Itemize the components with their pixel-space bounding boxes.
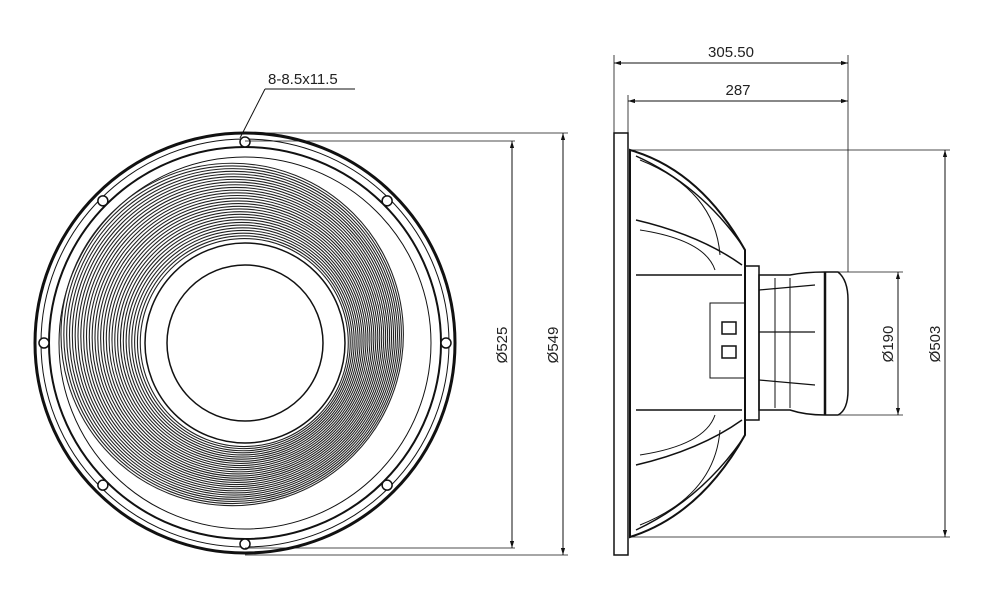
cone-ring (68, 170, 399, 500)
cone-ring (71, 173, 397, 498)
cone-ring (88, 189, 385, 486)
mounting-hole-icon (38, 337, 50, 349)
cone-ring (66, 168, 400, 502)
cone-ring (77, 178, 393, 494)
inner-diameter-label: Ø525 (494, 327, 511, 364)
mounting-holes (38, 136, 452, 550)
basket-diameter-label: Ø503 (927, 326, 944, 363)
dust-cap (166, 264, 324, 422)
front-view (33, 131, 457, 555)
flange (613, 132, 629, 556)
outer-diameter-label: Ø549 (545, 327, 562, 364)
side-view (613, 132, 849, 556)
terminal-block (709, 302, 746, 379)
overall-depth-label: 305.50 (708, 44, 754, 61)
terminal-bottom (721, 345, 737, 359)
cone-ring (108, 208, 371, 471)
cone-ring (117, 216, 365, 464)
cone-ring (136, 235, 351, 450)
mounting-holes-label: 8-8.5x11.5 (268, 71, 338, 88)
cone-ring (74, 176, 395, 496)
mounting-holes-callout: 8-8.5x11.5 (239, 71, 355, 139)
basket-spokes (635, 155, 743, 531)
mounting-hole-icon (381, 195, 393, 207)
cone-ring (91, 192, 383, 483)
cone-ring (97, 197, 379, 479)
basket (629, 148, 746, 539)
mounting-hole-icon (440, 337, 452, 349)
cone-ring (85, 186, 387, 488)
cone-ring (131, 229, 355, 454)
cone-ring (119, 219, 363, 462)
cone-ring (80, 181, 391, 492)
cone-ring (122, 221, 361, 460)
cone-ring (94, 194, 381, 481)
terminal-top (721, 321, 737, 335)
depth-label: 287 (725, 82, 750, 99)
cone-ring (60, 162, 404, 507)
cone-ring (105, 205, 373, 473)
cone-ring (100, 200, 377, 477)
cone-ring (134, 232, 353, 452)
mounting-hole-icon (239, 538, 251, 550)
cone-ring (83, 184, 389, 490)
cone-ring (63, 165, 402, 505)
side-dimensions: 305.50 287 Ø190 Ø503 (613, 44, 950, 538)
cone (60, 162, 404, 507)
mounting-hole-icon (239, 136, 251, 148)
front-dimensions: Ø525 Ø549 (245, 132, 568, 556)
cone-ring (139, 237, 349, 448)
cone-ring (114, 213, 367, 467)
basket-ribs (639, 159, 721, 526)
magnet-diameter-label: Ø190 (880, 326, 897, 363)
top-plate (744, 265, 760, 421)
cone-ring (102, 203, 375, 475)
cone-ring (125, 224, 359, 458)
cone-ring (128, 227, 357, 456)
mounting-hole-icon (97, 479, 109, 491)
cone-ring (111, 211, 369, 469)
magnet (758, 271, 849, 416)
mounting-hole-icon (97, 195, 109, 207)
mounting-hole-icon (381, 479, 393, 491)
